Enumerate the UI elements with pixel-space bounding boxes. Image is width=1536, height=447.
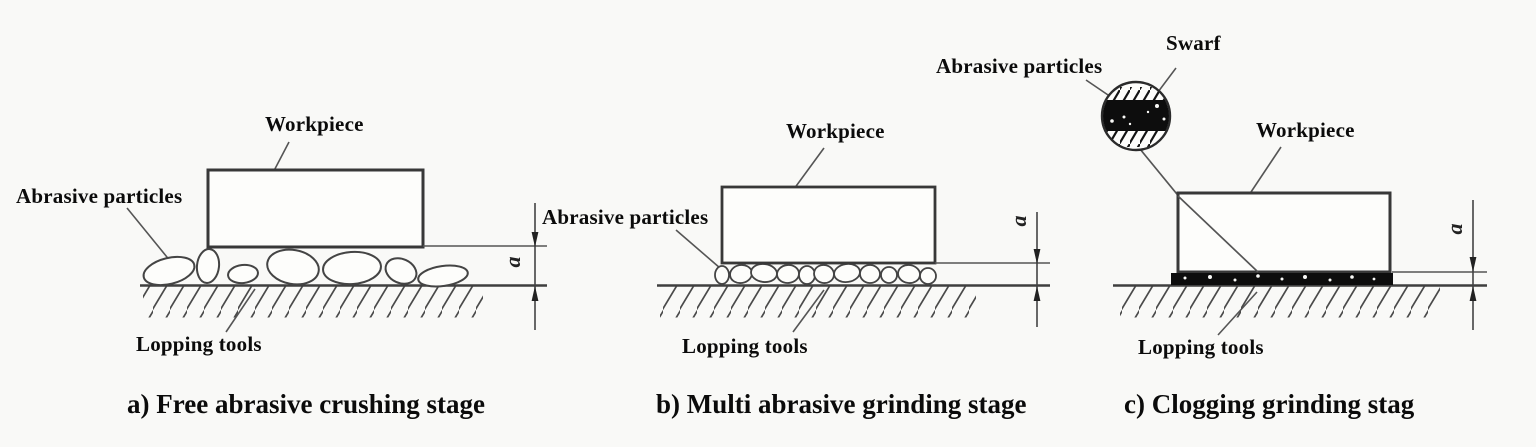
panel-b-workpiece-label: Workpiece — [786, 119, 885, 143]
abrasive-particle — [142, 255, 196, 287]
magnified-swarf-band — [1103, 100, 1169, 131]
panel-c-dimension-a-label: a — [1442, 223, 1467, 235]
abrasive-particles-group — [714, 263, 937, 285]
panel-a-drawing — [126, 141, 547, 333]
abrasive-particle — [384, 257, 418, 285]
workpiece-rect — [1176, 191, 1392, 274]
magnified-hatching-top — [1103, 87, 1169, 101]
abrasive-particle — [813, 264, 835, 284]
swarf-leader-line — [1157, 67, 1177, 93]
lapping-plate-hatching — [1120, 286, 1440, 318]
panel-c-swarf-label: Swarf — [1166, 31, 1221, 55]
abrasive-particle — [833, 263, 861, 283]
dimension-arrow-up-icon — [1469, 286, 1477, 301]
workpiece-rect — [720, 185, 937, 265]
abrasive-leader-line — [1085, 79, 1112, 98]
panel-c-drawing — [1085, 67, 1487, 336]
magnified-speckles — [1110, 104, 1166, 126]
abrasive-particle — [776, 264, 800, 284]
abrasive-particle — [750, 263, 778, 283]
panel-b-caption: b) Multi abrasive grinding stage — [656, 389, 1027, 419]
panel-a-dimension-a-label: a — [500, 256, 525, 268]
panel-b-drawing — [657, 147, 1050, 333]
abrasive-leader-line — [675, 229, 721, 269]
abrasive-particle — [919, 267, 937, 285]
dimension-arrow-down-icon — [1033, 249, 1041, 264]
abrasive-particle — [897, 264, 921, 284]
abrasive-particle — [859, 264, 881, 284]
abrasive-particle — [322, 250, 382, 286]
dimension-arrow-down-icon — [531, 232, 539, 247]
abrasive-particle — [714, 265, 730, 285]
magnifier-leader-line-inner — [1177, 195, 1259, 273]
dimension-arrow-up-icon — [531, 286, 539, 301]
panel-c-caption: c) Clogging grinding stag — [1124, 389, 1415, 419]
abrasive-particle — [227, 263, 259, 285]
abrasive-particle — [195, 248, 221, 284]
abrasive-particle — [798, 265, 816, 285]
clogged-layer — [1171, 273, 1393, 285]
panel-c-workpiece-label: Workpiece — [1256, 118, 1355, 142]
magnifier-detail — [1100, 80, 1172, 152]
panel-c-abrasive-particles-label: Abrasive particles — [936, 54, 1103, 78]
abrasive-particle — [417, 264, 469, 288]
abrasive-leader-line — [126, 207, 172, 263]
panel-a-caption: a) Free abrasive crushing stage — [127, 389, 485, 419]
dimension-arrow-down-icon — [1469, 257, 1477, 272]
panel-a-abrasive-particles-label: Abrasive particles — [16, 184, 183, 208]
panel-a-workpiece-label: Workpiece — [265, 112, 364, 136]
magnifier-contents — [1103, 87, 1169, 147]
abrasive-particle — [266, 248, 320, 286]
magnified-hatching-bottom — [1103, 131, 1169, 147]
dimension-arrow-up-icon — [1033, 286, 1041, 301]
lapping-plate-hatching — [143, 286, 483, 318]
workpiece-rect — [206, 168, 425, 249]
panel-a-lapping-tools-label: Lopping tools — [136, 332, 262, 356]
panel-b-dimension-a-label: a — [1006, 215, 1031, 227]
panel-b-lapping-tools-label: Lopping tools — [682, 334, 808, 358]
panel-c-lapping-tools-label: Lopping tools — [1138, 335, 1264, 359]
abrasive-particle — [729, 264, 753, 284]
abrasive-particle — [880, 266, 898, 284]
lapping-plate-hatching — [660, 286, 976, 318]
clogged-layer-speckles — [1183, 274, 1376, 282]
panel-b-abrasive-particles-label: Abrasive particles — [542, 205, 709, 229]
abrasive-particles-group — [142, 248, 469, 288]
